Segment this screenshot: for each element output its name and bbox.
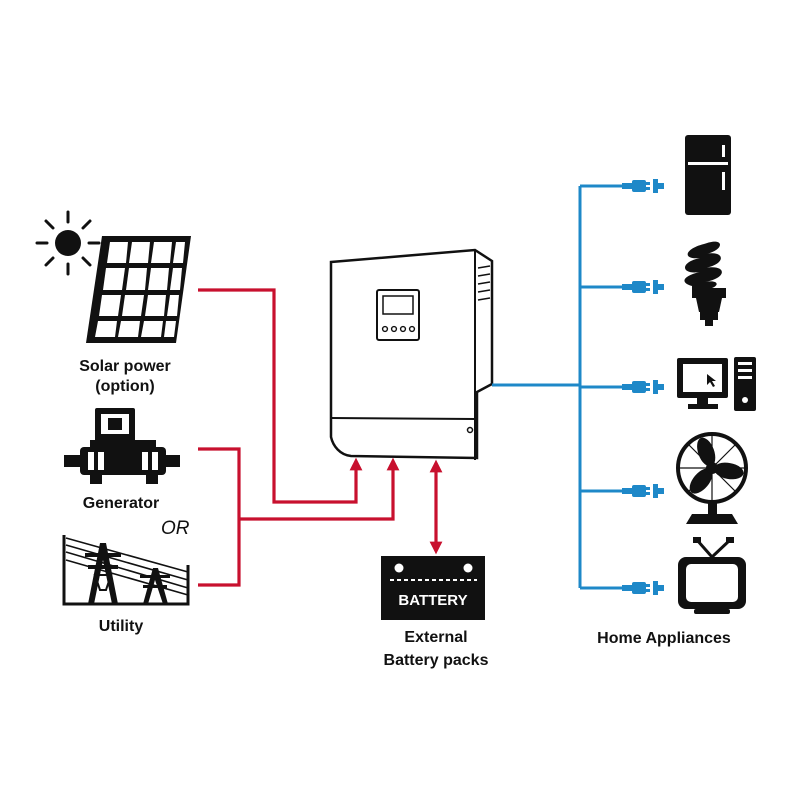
refrigerator-icon	[685, 135, 731, 215]
solar-label: Solar power (option)	[60, 357, 190, 397]
plug-icon	[622, 484, 664, 498]
appliance-plugs	[622, 179, 664, 595]
generator-icon	[64, 408, 180, 484]
cfl-bulb-icon	[684, 241, 726, 326]
desktop-computer-icon	[677, 357, 756, 411]
generator-label: Generator	[82, 495, 160, 512]
generator-connection-line	[198, 447, 241, 587]
electric-fan-icon	[676, 432, 748, 524]
plug-icon	[622, 380, 664, 394]
home-appliances-label: Home Appliances	[597, 630, 731, 647]
utility-connection-line	[239, 457, 400, 521]
plug-icon	[622, 179, 664, 193]
television-icon	[678, 537, 746, 614]
plug-icon	[622, 280, 664, 294]
sun-icon	[35, 210, 101, 276]
battery-face-label: BATTERY	[398, 592, 467, 609]
battery-icon: BATTERY	[381, 556, 485, 620]
solar-panel-icon	[86, 236, 191, 343]
or-label: OR	[161, 518, 190, 539]
utility-label: Utility	[98, 618, 144, 635]
plug-icon	[622, 581, 664, 595]
solar-connection-line	[198, 288, 363, 504]
input-connection-lines	[198, 288, 443, 587]
output-connection-lines	[492, 184, 624, 590]
solar-label-line1: Solar power	[79, 358, 171, 375]
solar-label-line2: (option)	[95, 378, 155, 395]
utility-pylon-icon	[62, 535, 190, 606]
battery-caption: External Battery packs	[366, 626, 506, 672]
battery-caption-line1: External	[404, 629, 468, 646]
hybrid-inverter-icon	[329, 248, 494, 460]
battery-caption-line2: Battery packs	[383, 652, 489, 669]
